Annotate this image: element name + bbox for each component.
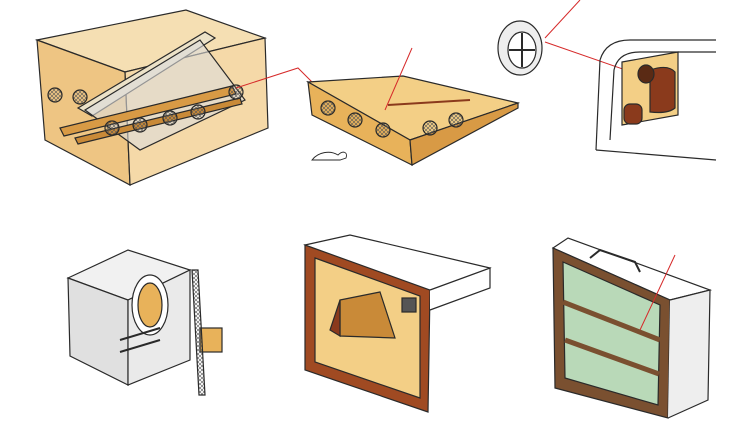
metal-box-sketch	[66, 249, 223, 396]
wood-panel-sketch	[303, 234, 492, 413]
vent-door-sketch	[497, 0, 717, 161]
glass-window-sketch	[551, 237, 713, 419]
crate-sketch	[34, 9, 319, 187]
trough-sketch	[305, 47, 521, 167]
